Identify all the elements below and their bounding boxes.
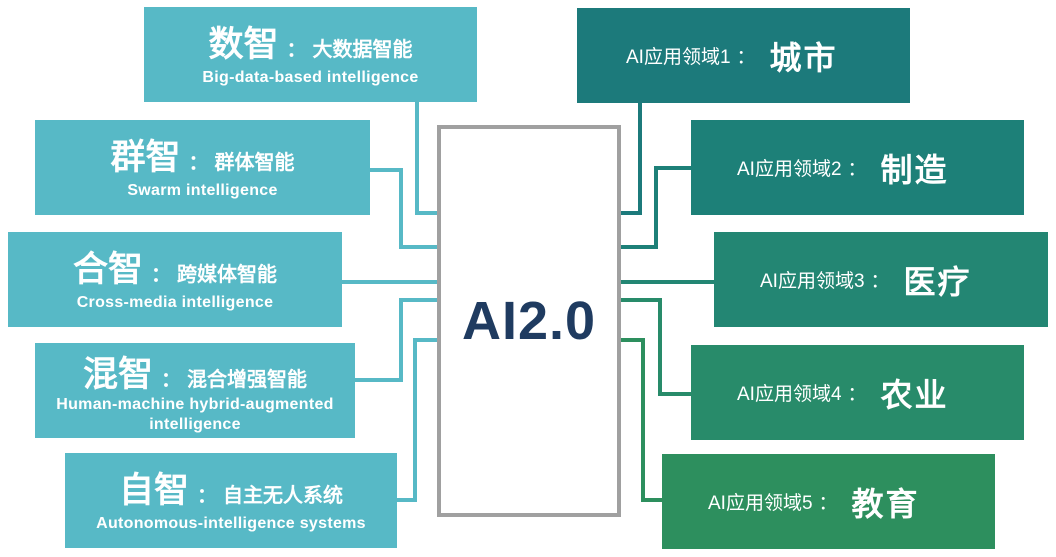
right-box-domain-5: AI应用领域5 ： 教育 <box>662 454 995 549</box>
left-title-sep: ： <box>151 264 171 286</box>
left-title-en-line2: intelligence <box>149 416 241 433</box>
left-title-en: Swarm intelligence <box>127 182 278 199</box>
domain-name: 医疗 <box>903 263 972 300</box>
left-box-swarm: 群智 ： 群体智能 Swarm intelligence <box>35 120 370 215</box>
domain-sep: ： <box>847 159 867 180</box>
left-title-big: 群智 <box>110 138 181 177</box>
left-title-en: Autonomous-intelligence systems <box>96 515 366 532</box>
domain-label: AI应用领域3 <box>760 271 865 292</box>
domain-sep: ： <box>736 47 756 68</box>
left-box-hybrid: 混智 ： 混合增强智能 Human-machine hybrid-augment… <box>35 343 355 438</box>
domain-sep: ： <box>847 384 867 405</box>
domain-name: 制造 <box>880 151 949 188</box>
right-box-domain-4: AI应用领域4 ： 农业 <box>691 345 1024 440</box>
left-title-en: Human-machine hybrid-augmented <box>56 396 334 413</box>
left-title-sep: ： <box>188 152 209 174</box>
left-title-en: Big-data-based intelligence <box>202 69 419 86</box>
left-box-autonomous: 自智 ： 自主无人系统 Autonomous-intelligence syst… <box>65 453 397 548</box>
left-title-big: 自智 <box>118 471 189 510</box>
left-title-big: 数智 <box>208 25 279 64</box>
center-box: AI2.0 <box>437 125 621 517</box>
connector-right-2 <box>621 166 691 249</box>
left-title-cn: 群体智能 <box>214 152 295 174</box>
left-box-cross-media: 合智 ： 跨媒体智能 Cross-media intelligence <box>8 232 342 327</box>
left-title-cn: 混合增强智能 <box>187 369 307 391</box>
connector-right-5 <box>621 338 662 502</box>
domain-label: AI应用领域1 <box>626 47 731 68</box>
domain-name: 农业 <box>880 376 949 413</box>
left-title-en: Cross-media intelligence <box>76 294 274 311</box>
right-box-domain-2: AI应用领域2 ： 制造 <box>691 120 1024 215</box>
left-title-cn: 大数据智能 <box>312 39 413 61</box>
domain-label: AI应用领域2 <box>737 159 842 180</box>
domain-name: 城市 <box>769 39 838 76</box>
right-box-domain-3: AI应用领域3 ： 医疗 <box>714 232 1048 327</box>
left-box-big-data: 数智 ： 大数据智能 Big-data-based intelligence <box>144 7 477 102</box>
connector-left-1 <box>415 100 437 215</box>
left-title-cn: 自主无人系统 <box>223 485 343 507</box>
left-title-sep: ： <box>286 39 307 61</box>
left-title-big: 合智 <box>72 250 143 289</box>
connector-left-2 <box>370 168 437 249</box>
connector-right-4 <box>621 298 691 396</box>
left-title-cn: 跨媒体智能 <box>177 264 277 286</box>
domain-label: AI应用领域5 <box>708 493 813 514</box>
left-title-sep: ： <box>197 485 217 507</box>
domain-name: 教育 <box>851 485 920 522</box>
left-title-big: 混智 <box>82 355 153 394</box>
domain-sep: ： <box>818 493 838 514</box>
center-label: AI2.0 <box>461 291 597 351</box>
domain-label: AI应用领域4 <box>737 384 842 405</box>
connector-right-1 <box>621 100 642 215</box>
left-title-sep: ： <box>161 369 181 391</box>
connector-left-4 <box>355 298 437 382</box>
domain-sep: ： <box>870 271 890 292</box>
right-box-domain-1: AI应用领域1 ： 城市 <box>577 8 910 103</box>
connector-left-5 <box>397 338 437 502</box>
